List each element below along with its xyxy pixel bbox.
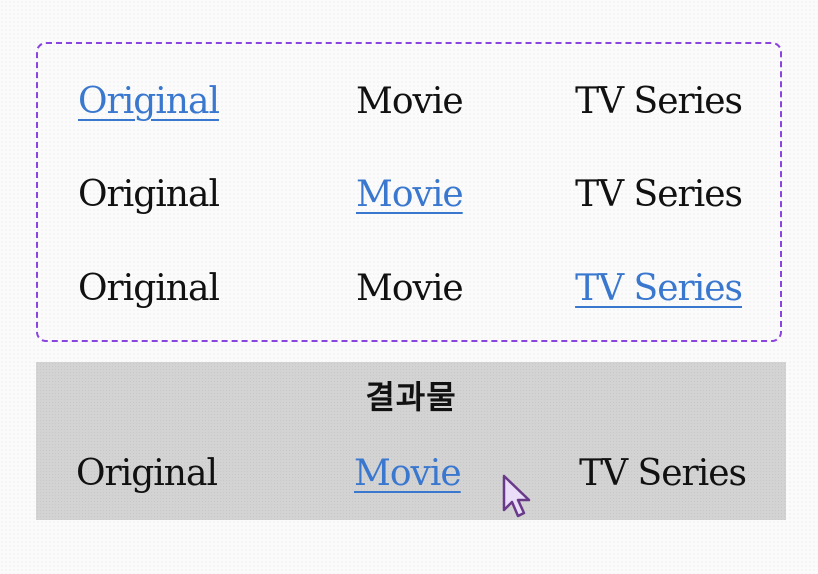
result-tab-movie[interactable]: Movie bbox=[354, 453, 462, 494]
tab-row-3: Original Movie TV Series bbox=[38, 259, 780, 319]
result-title: 결과물 bbox=[365, 378, 457, 416]
tab-tv-series[interactable]: TV Series bbox=[575, 268, 743, 309]
mouse-pointer-icon bbox=[502, 474, 531, 518]
tab-movie[interactable]: Movie bbox=[356, 268, 464, 309]
tab-original[interactable]: Original bbox=[78, 268, 220, 309]
result-panel: 결과물 Original Movie TV Series bbox=[36, 362, 786, 520]
result-tab-tv-series[interactable]: TV Series bbox=[579, 453, 747, 494]
result-tab-row: Original Movie TV Series bbox=[36, 444, 786, 504]
tab-tv-series[interactable]: TV Series bbox=[575, 81, 743, 122]
result-tab-original[interactable]: Original bbox=[76, 453, 218, 494]
tab-original[interactable]: Original bbox=[78, 174, 220, 215]
tab-original[interactable]: Original bbox=[78, 81, 220, 122]
tab-states-demo: Original Movie TV Series Original Movie … bbox=[36, 42, 782, 342]
tab-row-2: Original Movie TV Series bbox=[38, 165, 780, 225]
tab-row-1: Original Movie TV Series bbox=[38, 72, 780, 132]
tab-movie[interactable]: Movie bbox=[356, 174, 464, 215]
tab-tv-series[interactable]: TV Series bbox=[575, 174, 743, 215]
tab-movie[interactable]: Movie bbox=[356, 81, 464, 122]
